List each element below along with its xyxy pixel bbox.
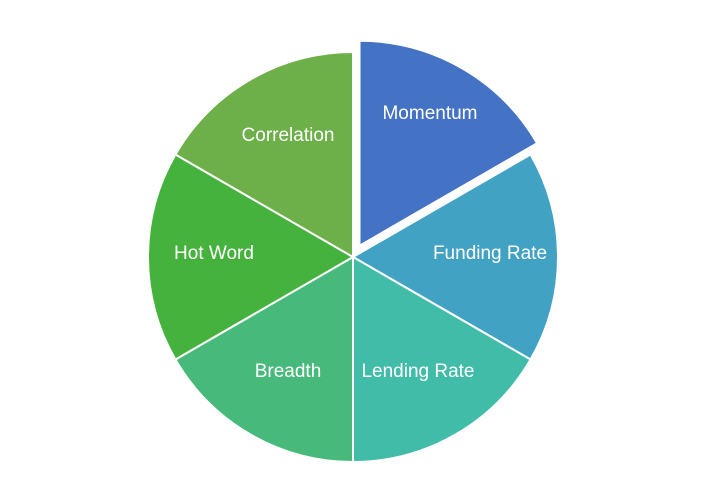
pie-slice-correlation[interactable] [174,51,354,258]
pie-slice-label-correlation: Correlation [242,125,335,146]
pie-slice-label-breadth: Breadth [255,361,322,382]
pie-slice-breadth[interactable] [174,256,354,463]
pie-slice-momentum[interactable] [358,39,539,247]
pie-slice-lending-rate[interactable] [352,256,532,463]
pie-slices-group [146,39,560,463]
pie-slice-label-lending-rate: Lending Rate [361,361,474,382]
pie-slice-label-momentum: Momentum [382,103,477,124]
pie-slice-label-funding-rate: Funding Rate [433,243,547,264]
pie-slice-label-hot-word: Hot Word [174,243,254,264]
pie-slice-funding-rate[interactable] [352,153,560,361]
pie-slice-hot-word[interactable] [146,153,354,361]
